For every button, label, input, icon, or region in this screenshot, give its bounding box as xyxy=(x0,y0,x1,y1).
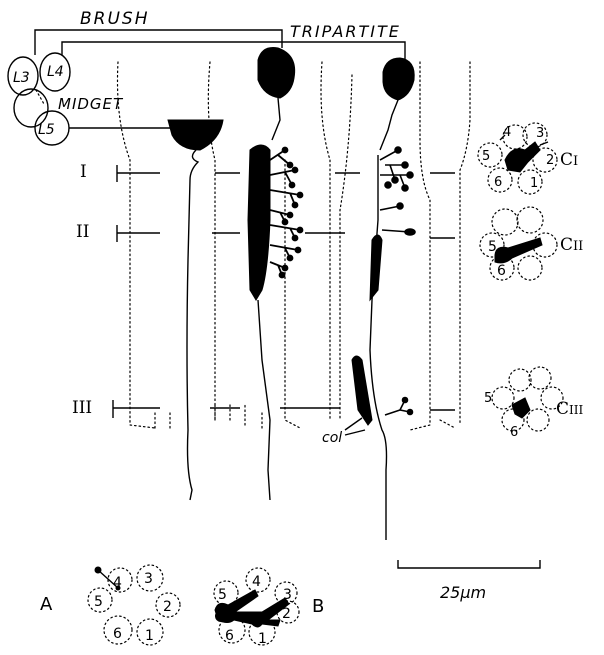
panel-b-label: B xyxy=(312,596,324,617)
c3-num-6: 6 xyxy=(510,425,518,440)
l3-label: L3 xyxy=(13,70,30,86)
scale-bar: 25µm xyxy=(398,560,540,602)
b-num-6: 6 xyxy=(225,628,234,644)
b-num-3: 3 xyxy=(283,587,292,603)
brush-bracket: BRUSH xyxy=(35,9,282,55)
cross-section-c3: 5 6 CIII xyxy=(484,367,583,440)
b-num-2: 2 xyxy=(282,606,291,622)
a-num-4: 4 xyxy=(113,575,122,591)
b-num-1: 1 xyxy=(258,631,267,647)
c2-num-5: 5 xyxy=(488,239,497,255)
column-outlines xyxy=(118,62,471,430)
tripartite-neuron xyxy=(352,58,415,540)
b-num-5: 5 xyxy=(218,587,227,603)
cartridge-cluster: L3 L4 L5 MIDGET xyxy=(8,53,172,145)
c1-num-1: 1 xyxy=(530,176,538,191)
b-num-4: 4 xyxy=(252,574,261,590)
a-num-2: 2 xyxy=(163,599,172,615)
l5-label: L5 xyxy=(38,122,55,138)
level-2-label: II xyxy=(76,222,89,242)
tripartite-arbors xyxy=(380,147,415,415)
panel-b: 5 4 3 2 6 1 B xyxy=(214,568,324,647)
c2-label: CII xyxy=(560,235,583,255)
c1-num-2: 2 xyxy=(546,153,554,168)
panel-a-label: A xyxy=(40,594,53,615)
cross-section-c1: 4 3 5 2 6 1 CI xyxy=(478,123,578,194)
brush-arbor xyxy=(270,148,303,278)
c2-num-6: 6 xyxy=(497,263,506,279)
scale-label: 25µm xyxy=(440,583,486,602)
brush-neuron xyxy=(248,48,303,501)
midget-label: MIDGET xyxy=(58,95,124,113)
level-1-label: I xyxy=(80,162,87,182)
c1-num-5: 5 xyxy=(482,149,490,164)
level-3-label: III xyxy=(72,398,92,418)
c1-num-6: 6 xyxy=(494,175,502,190)
col-label: col xyxy=(322,430,342,446)
c1-num-3: 3 xyxy=(536,126,544,141)
c1-label: CI xyxy=(560,150,578,170)
brush-label: BRUSH xyxy=(80,9,150,29)
a-num-3: 3 xyxy=(144,571,153,587)
tripartite-label: TRIPARTITE xyxy=(290,22,401,41)
c3-label: CIII xyxy=(556,399,583,419)
c3-num-5: 5 xyxy=(484,391,492,406)
c1-num-4: 4 xyxy=(503,125,511,140)
l4-label: L4 xyxy=(47,64,64,80)
cross-section-c2: 5 6 CII xyxy=(480,207,583,280)
a-num-1: 1 xyxy=(145,628,154,644)
a-num-5: 5 xyxy=(94,594,103,610)
a-num-6: 6 xyxy=(113,626,122,642)
panel-a: A 4 3 5 2 6 1 xyxy=(40,565,180,645)
